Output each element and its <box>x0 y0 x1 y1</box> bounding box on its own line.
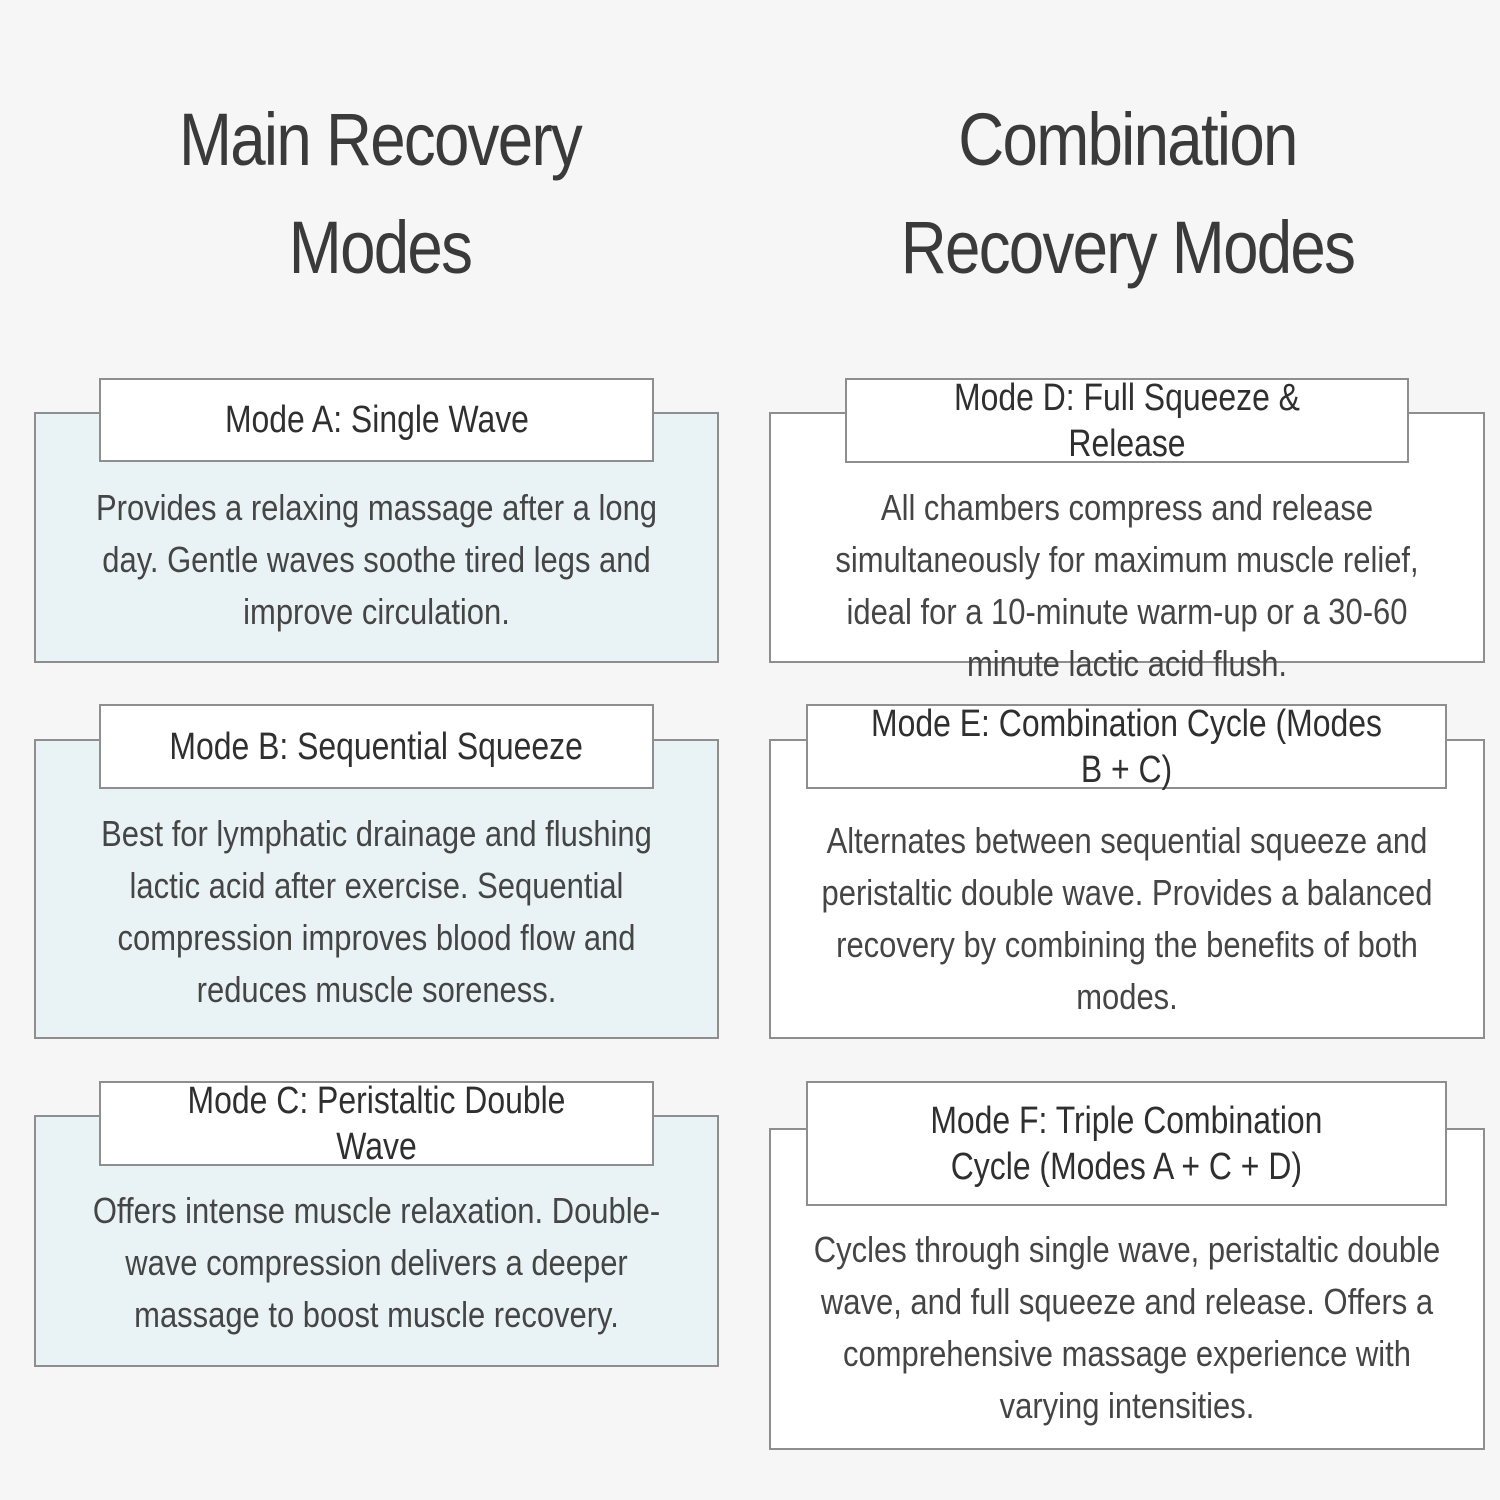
combination-modes-heading-line-2: Recovery Modes <box>900 206 1356 289</box>
mode-b-description: Best for lymphatic drainage and flushing… <box>60 808 693 1016</box>
combination-modes-heading-line-1: Combination <box>958 98 1298 181</box>
mode-d-description: All chambers compress and release simult… <box>790 482 1464 690</box>
mode-d-description-text: All chambers compress and release simult… <box>835 487 1419 684</box>
main-modes-heading-line-2: Modes <box>288 206 473 289</box>
mode-e-title-text: Mode E: Combination Cycle (Modes B + C) <box>871 702 1382 791</box>
mode-c-title-text: Mode C: Peristaltic Double Wave <box>187 1079 566 1168</box>
combination-modes-heading: Combination Recovery Modes <box>820 86 1435 302</box>
mode-a-title: Mode A: Single Wave <box>99 378 654 462</box>
mode-b-card <box>34 739 719 1039</box>
mode-b-title: Mode B: Sequential Squeeze <box>99 704 654 789</box>
mode-b-title-text: Mode B: Sequential Squeeze <box>169 725 584 768</box>
mode-a-description: Provides a relaxing massage after a long… <box>60 482 693 638</box>
main-modes-heading: Main Recovery Modes <box>88 86 673 302</box>
mode-d-title: Mode D: Full Squeeze & Release <box>845 377 1409 465</box>
mode-f-title-text: Mode F: Triple Combination Cycle (Modes … <box>930 1099 1323 1188</box>
mode-b-description-text: Best for lymphatic drainage and flushing… <box>101 813 652 1010</box>
mode-f-description-text: Cycles through single wave, peristaltic … <box>813 1229 1441 1426</box>
mode-e-description-text: Alternates between sequential squeeze an… <box>821 820 1433 1017</box>
mode-a-description-text: Provides a relaxing massage after a long… <box>95 487 658 632</box>
mode-c-description-text: Offers intense muscle relaxation. Double… <box>92 1190 661 1335</box>
mode-e-card <box>769 739 1485 1039</box>
mode-a-title-text: Mode A: Single Wave <box>224 399 529 441</box>
mode-f-title: Mode F: Triple Combination Cycle (Modes … <box>806 1081 1447 1206</box>
mode-e-title: Mode E: Combination Cycle (Modes B + C) <box>806 703 1447 791</box>
mode-c-title: Mode C: Peristaltic Double Wave <box>99 1080 654 1168</box>
mode-e-description: Alternates between sequential squeeze an… <box>790 815 1464 1023</box>
mode-c-description: Offers intense muscle relaxation. Double… <box>60 1185 693 1341</box>
mode-f-description: Cycles through single wave, peristaltic … <box>800 1224 1454 1432</box>
mode-d-title-text: Mode D: Full Squeeze & Release <box>953 376 1300 465</box>
main-modes-heading-line-1: Main Recovery <box>178 98 583 181</box>
